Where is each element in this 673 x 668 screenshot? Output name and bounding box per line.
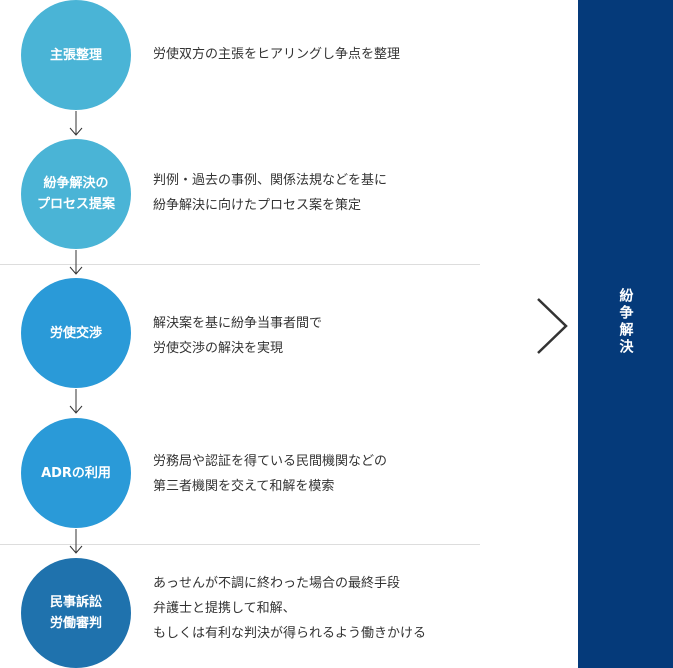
description-line: もしくは有利な判決が得られるよう働きかける (153, 626, 427, 641)
description-line: 判例・過去の事例、関係法規などを基に (153, 173, 388, 188)
step-title: 紛争解決の プロセス提案 (36, 176, 115, 212)
down-arrow-icon (69, 389, 83, 414)
description-line: 解決案を基に紛争当事者間で (153, 316, 323, 331)
description-line: 労使交渉の解決を実現 (153, 341, 284, 356)
step-circle-issue-sorting: 主張整理 (21, 0, 131, 110)
description-line: 紛争解決に向けたプロセス案を策定 (153, 198, 362, 213)
down-arrow-icon (69, 529, 83, 554)
step-circle-labor-negotiation: 労使交渉 (21, 278, 131, 388)
step-circle-litigation: 民事訴訟 労働審判 (21, 558, 131, 668)
description-line: 第三者機関を交えて和解を模索 (153, 479, 335, 494)
step-title: ADRの利用 (41, 465, 111, 481)
step-title: 民事訴訟 労働審判 (49, 595, 102, 631)
down-arrow-icon (69, 250, 83, 275)
description-line: 弁護士と提携して和解、 (153, 601, 296, 616)
step-description-issue-sorting: 労使双方の主張をヒアリングし争点を整理 (153, 42, 400, 67)
step-description-process-proposal: 判例・過去の事例、関係法規などを基に 紛争解決に向けたプロセス案を策定 (153, 168, 387, 218)
step-title: 労使交渉 (49, 325, 102, 341)
step-description-litigation: あっせんが不調に終わった場合の最終手段 弁護士と提携して和解、 もしくは有利な判… (153, 571, 426, 646)
step-description-labor-negotiation: 解決案を基に紛争当事者間で 労使交渉の解決を実現 (153, 311, 322, 361)
step-title: 主張整理 (49, 47, 102, 63)
down-arrow-icon (69, 111, 83, 136)
section-divider (0, 544, 480, 545)
section-divider (0, 264, 480, 265)
description-line: あっせんが不調に終わった場合の最終手段 (153, 576, 401, 591)
description-line: 労務局や認証を得ている民間機関などの (153, 454, 388, 469)
arrow-right-icon (478, 298, 568, 354)
result-label: 紛争解決 (617, 288, 634, 356)
result-panel: 紛争解決 (578, 0, 673, 668)
step-description-adr: 労務局や認証を得ている民間機関などの 第三者機関を交えて和解を模索 (153, 449, 387, 499)
description-line: 労使双方の主張をヒアリングし争点を整理 (153, 47, 401, 62)
step-circle-adr: ADRの利用 (21, 418, 131, 528)
step-circle-process-proposal: 紛争解決の プロセス提案 (21, 139, 131, 249)
